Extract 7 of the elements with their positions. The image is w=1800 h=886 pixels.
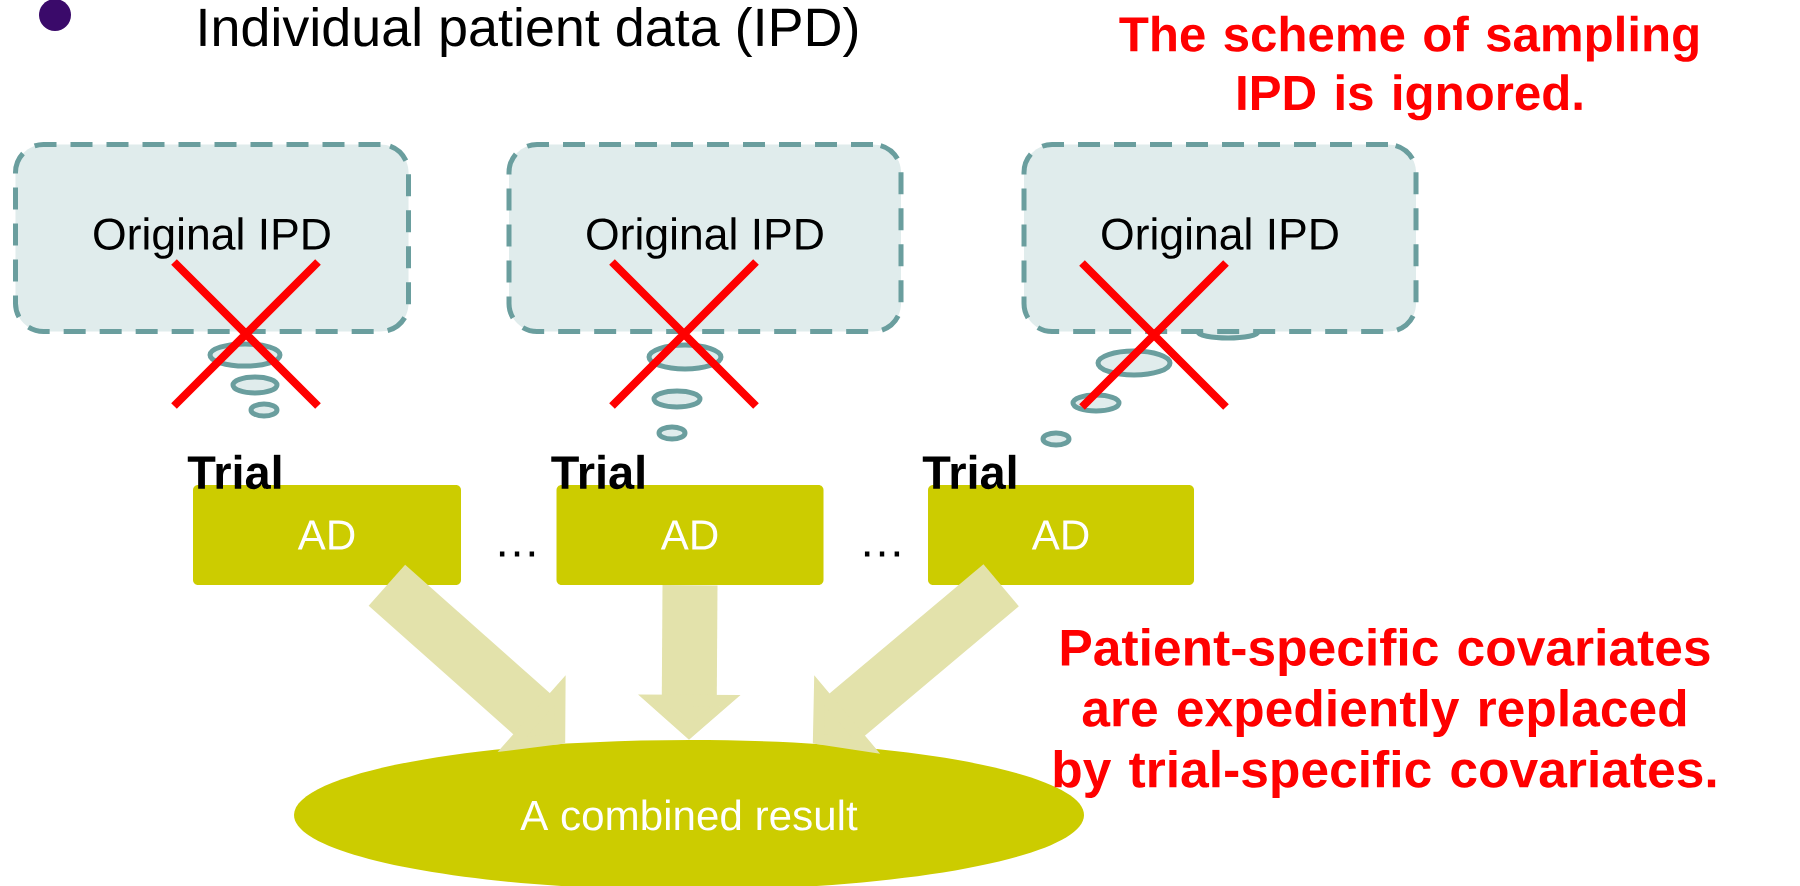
thought-cloud: Original IPD	[1021, 142, 1419, 448]
ellipsis: …	[499, 551, 535, 557]
page-title: Individual patient data (IPD)	[200, 6, 858, 58]
note-text: The scheme of sampling IPD is ignored.	[1119, 15, 1698, 121]
thought-cloud: Original IPD	[13, 142, 411, 419]
ellipsis: …	[864, 551, 900, 557]
thought-cloud: Original IPD	[506, 142, 904, 442]
